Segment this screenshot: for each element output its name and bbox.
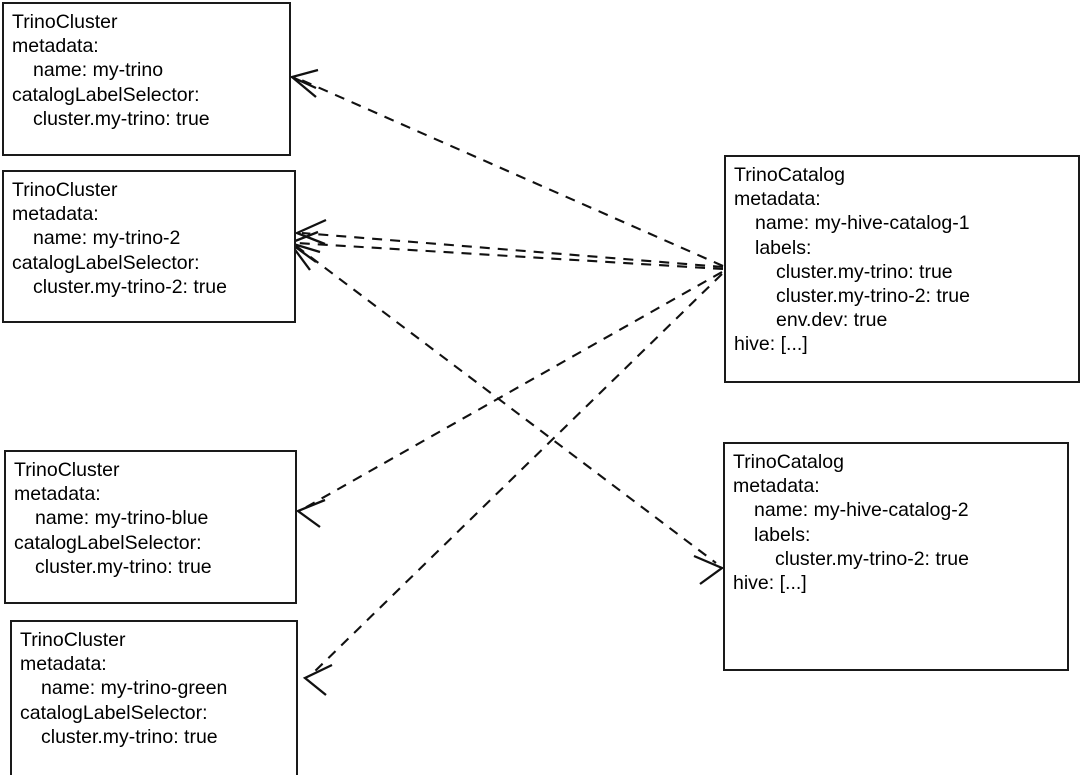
resource-kind: TrinoCatalog [733,451,844,473]
metadata-name: name: my-hive-catalog-1 [755,212,970,235]
resource-kind: TrinoCatalog [734,164,845,186]
edge-catalog1-to-my-trino-blue [295,271,723,528]
label-entry: cluster.my-trino: true [776,260,953,283]
catalog-label-selector: catalogLabelSelector: [20,701,208,724]
metadata-label: metadata: [20,653,107,676]
trinocatalog-my-hive-catalog-1[interactable]: TrinoCatalog metadata: name: my-hive-cat… [724,155,1080,383]
connector-spec: hive: [...] [733,572,807,595]
label-entry: cluster.my-trino-2: true [775,547,969,570]
metadata-label: metadata: [12,203,99,226]
selector-entry: cluster.my-trino: true [33,107,210,130]
selector-entry: cluster.my-trino: true [41,725,218,748]
resource-kind: TrinoCluster [20,629,126,651]
connector-spec: hive: [...] [734,333,808,356]
edge-catalog1-to-my-trino-green [302,273,723,696]
metadata-label: metadata: [14,483,101,506]
label-entry: env.dev: true [776,309,888,332]
metadata-name: name: my-trino-2 [33,227,181,250]
metadata-name: name: my-hive-catalog-2 [754,499,969,522]
resource-kind: TrinoCluster [12,179,118,201]
metadata-label: metadata: [12,35,99,58]
edge-catalog1-to-my-trino-2 [294,218,724,269]
trinocatalog-my-hive-catalog-2[interactable]: TrinoCatalog metadata: name: my-hive-cat… [723,442,1069,671]
selector-entry: cluster.my-trino-2: true [33,275,227,298]
labels-label: labels: [754,523,811,546]
labels-label: labels: [755,236,812,259]
resource-kind: TrinoCluster [14,459,120,481]
metadata-label: metadata: [733,475,820,498]
catalog-label-selector: catalogLabelSelector: [12,83,200,106]
metadata-name: name: my-trino-green [41,677,228,700]
catalog-label-selector: catalogLabelSelector: [14,531,202,554]
label-entry: cluster.my-trino-2: true [776,285,970,308]
metadata-label: metadata: [734,188,821,211]
metadata-name: name: my-trino-blue [35,507,209,530]
trinocluster-my-trino-green[interactable]: TrinoCluster metadata: name: my-trino-gr… [10,620,298,775]
metadata-name: name: my-trino [33,59,164,82]
selector-entry: cluster.my-trino: true [35,555,212,578]
edge-my-trino-2-to-catalog2 [295,245,725,585]
catalog-label-selector: catalogLabelSelector: [12,251,200,274]
edge-catalog1-to-my-trino [288,68,724,267]
edge-catalog1-to-my-trino-2-alt [286,230,724,271]
trinocluster-my-trino[interactable]: TrinoCluster metadata: name: my-trino ca… [2,2,291,156]
trinocluster-my-trino-blue[interactable]: TrinoCluster metadata: name: my-trino-bl… [4,450,297,604]
resource-kind: TrinoCluster [12,11,118,33]
trinocluster-my-trino-2[interactable]: TrinoCluster metadata: name: my-trino-2 … [2,170,296,323]
